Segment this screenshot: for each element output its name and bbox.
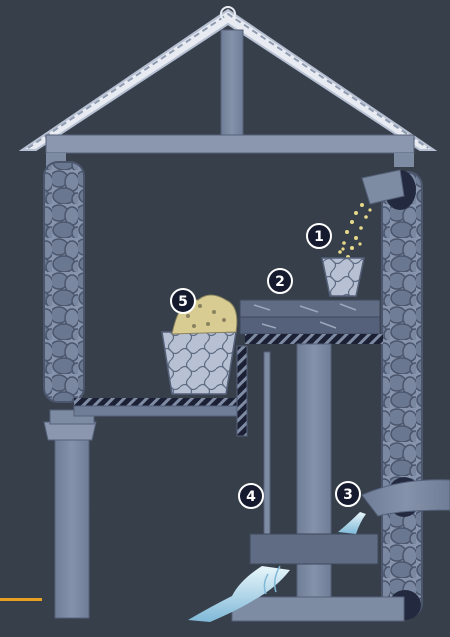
- roof: [22, 7, 434, 150]
- svg-text:4: 4: [246, 489, 256, 505]
- wheel-housing: [250, 534, 378, 564]
- accent-pointer-line: [0, 598, 42, 601]
- flour-basket: [162, 295, 237, 394]
- left-post: [44, 410, 96, 618]
- marker-2[interactable]: 2: [268, 269, 292, 293]
- falling-grain: [336, 203, 371, 264]
- flour-chute: [237, 346, 247, 436]
- right-stone-wall: [382, 172, 422, 617]
- left-stone-wall: [44, 162, 84, 402]
- left-shelf: [74, 398, 240, 406]
- top-beam: [46, 135, 414, 153]
- drive-rod: [264, 352, 270, 538]
- marker-3[interactable]: 3: [336, 482, 360, 506]
- marker-4[interactable]: 4: [239, 484, 263, 508]
- marker-1[interactable]: 1: [307, 224, 331, 248]
- inflow-water: [338, 512, 366, 534]
- millstone-support: [245, 334, 383, 344]
- svg-text:3: 3: [343, 487, 353, 503]
- king-post: [221, 30, 243, 138]
- millstone: [240, 300, 380, 334]
- beam-bracket-right: [394, 153, 414, 167]
- inflow-flume: [362, 480, 450, 516]
- grain-bucket: [322, 258, 364, 296]
- left-shelf-board: [74, 406, 244, 416]
- svg-text:5: 5: [178, 294, 188, 310]
- marker-5[interactable]: 5: [171, 289, 195, 313]
- base-foundation: [232, 597, 404, 621]
- svg-text:2: 2: [275, 274, 285, 290]
- svg-text:1: 1: [314, 229, 324, 245]
